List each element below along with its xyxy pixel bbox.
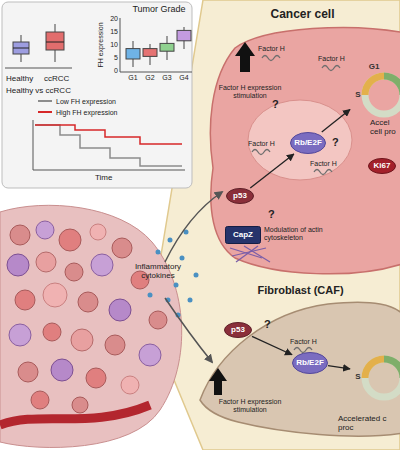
node-heading: Fibroblast (CAF) [238,284,363,297]
text-label: 5 [104,54,118,62]
text-label: 15 [104,28,118,36]
text-label: Factor H expression stimulation [212,84,288,100]
node-heading: Cancer cell [250,8,355,22]
text-label: G2 [143,74,157,82]
node-heading: S [353,372,363,381]
text-label: Healthy [6,74,40,83]
text-label: 20 [104,15,118,23]
text-label: Modulation of actin cytoskeleton [264,226,336,242]
text-label: Factor H [258,45,298,53]
box-plot [13,42,29,54]
text-label: Tumor Grade [126,4,192,14]
text-label: Factor H [318,55,358,63]
legend-row: Low FH expression [38,97,116,105]
legend-line [38,108,54,116]
box-plot [177,30,191,40]
text-label: ccRCC [44,74,76,83]
legend-row: High FH expression [38,108,117,116]
node-label: Rb/E2F [296,359,324,368]
node-text: S [353,90,363,99]
node-label: CapZ [233,231,253,240]
legend-text: High FH expression [56,109,117,116]
text-label: Factor H expression stimulation [212,398,288,414]
chart-panel [2,2,192,188]
text-label: 10 [104,41,118,49]
protein-oval: p53 [226,188,254,204]
box-plot [126,49,140,59]
text-label: 0 [104,67,118,75]
protein-oval: p53 [224,322,252,338]
axis-line [120,18,121,72]
box-plot [143,49,157,57]
legend-line [38,97,54,105]
box-plot [160,43,174,51]
cell-cycle: S [350,345,400,400]
axis-line [5,68,72,69]
text-label: Accel cell pro [370,118,396,136]
axis-line [33,170,185,171]
text-label: G1 [126,74,140,82]
node-label: Ki67 [374,162,391,171]
question-mark: ? [268,208,278,221]
tumor-cells [7,221,167,413]
text-label: Accelerated c proc [338,414,398,432]
box-plot [46,32,64,50]
text-label: Healthy vs ccRCC [6,86,96,95]
node-label: p53 [233,192,247,201]
axis-line [120,72,192,73]
protein-blob: Rb/E2F [292,352,328,374]
text-label: Inflammatory cytokines [126,262,190,280]
marker-oval: Ki67 [368,158,396,174]
text-label: Factor H [290,338,330,346]
question-mark: ? [264,318,274,331]
cell-cycle: G1S [350,62,400,117]
median-line [13,48,29,49]
text-label: Factor H [248,140,288,148]
cytokine-arrow [165,298,212,362]
text-label: Time [95,173,125,182]
legend-text: Low FH expression [56,98,116,105]
axis-line [33,120,34,170]
protein-blob: Rb/E2F [290,132,326,154]
tumor-tissue [0,205,182,447]
text-label: G4 [177,74,191,82]
protein-box: CapZ [225,226,261,244]
text-label: Factor H [310,160,350,168]
node-label: Rb/E2F [294,139,322,148]
node-label: p53 [231,326,245,335]
survival-curve [35,125,182,144]
text-label: FH expression [97,15,105,75]
median-line [46,42,64,43]
question-mark: ? [332,136,342,149]
node-heading: G1 [366,62,382,71]
text-label: G3 [160,74,174,82]
question-mark: ? [272,98,282,111]
survival-curve [35,125,182,166]
